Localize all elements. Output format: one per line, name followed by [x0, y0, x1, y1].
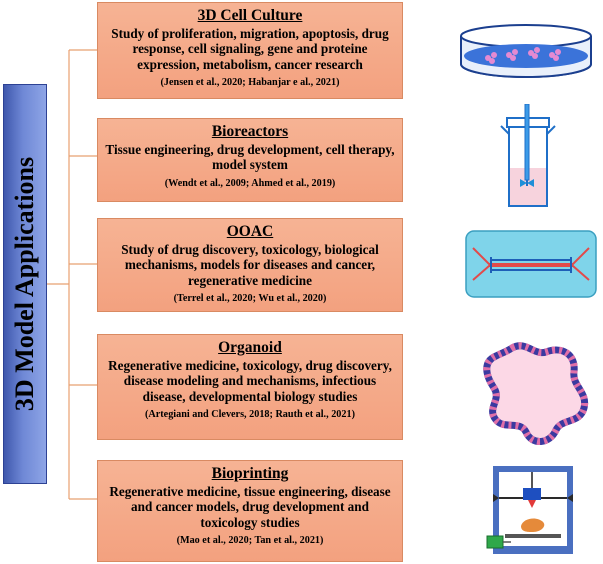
- box-references: (Jensen et al., 2020; Habanjar e al., 20…: [160, 77, 340, 89]
- box-title: 3D Cell Culture: [197, 7, 303, 24]
- box-references: (Terrel et al., 2020; Wu et al., 2020): [173, 293, 327, 305]
- box-bioreactors: Bioreactors Tissue engineering, drug dev…: [97, 118, 403, 202]
- box-ooac: OOAC Study of drug discovery, toxicology…: [97, 218, 403, 312]
- box-title: Bioreactors: [211, 123, 289, 140]
- box-references: (Mao et al., 2020; Tan et al., 2021): [176, 535, 324, 547]
- organ-on-chip-icon: [465, 230, 597, 298]
- box-references: (Artegiani and Clevers, 2018; Rauth et a…: [145, 409, 355, 421]
- box-description: Study of proliferation, migration, apopt…: [111, 26, 389, 72]
- box-title: Bioprinting: [211, 465, 289, 482]
- box-description: Tissue engineering, drug development, ce…: [105, 142, 395, 173]
- bioprinter-icon: [486, 466, 573, 554]
- box-title: OOAC: [226, 223, 274, 240]
- box-organoid: Organoid Regenerative medicine, toxicolo…: [97, 334, 403, 440]
- box-3d-cell-culture: 3D Cell Culture Study of proliferation, …: [97, 2, 403, 99]
- box-description: Regenerative medicine, toxicology, drug …: [108, 358, 392, 404]
- petri-dish-icon: [460, 24, 592, 78]
- box-description: Regenerative medicine, tissue engineerin…: [109, 484, 391, 530]
- main-label-bar: 3D Model Applications: [3, 84, 47, 484]
- box-bioprinting: Bioprinting Regenerative medicine, tissu…: [97, 460, 403, 562]
- box-title: Organoid: [218, 339, 282, 356]
- bioreactor-icon: [500, 104, 556, 207]
- organoid-icon: [483, 342, 589, 445]
- box-references: (Wendt et al., 2009; Ahmed et al., 2019): [164, 177, 336, 189]
- box-description: Study of drug discovery, toxicology, bio…: [121, 242, 379, 288]
